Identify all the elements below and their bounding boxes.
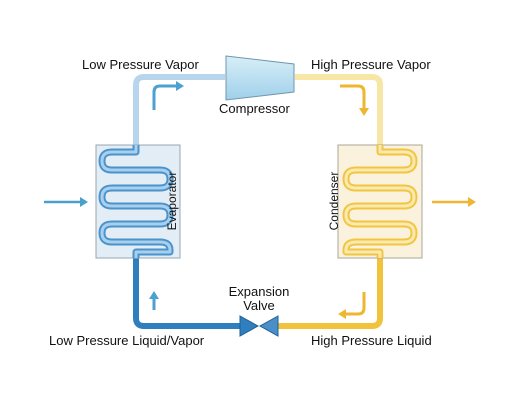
expansion-valve-icon <box>239 315 279 337</box>
flow-arrow-top-left-icon <box>152 81 184 110</box>
label-expansion-valve-line2: Valve <box>243 298 275 313</box>
heat-out-arrow-icon <box>432 197 476 207</box>
compressor-shape <box>225 55 295 101</box>
label-low-pressure-vapor: Low Pressure Vapor <box>82 57 199 72</box>
pipe-bottom-left <box>133 258 240 329</box>
pipe-top-right <box>295 72 385 145</box>
flow-arrow-bottom-left-icon <box>149 291 159 310</box>
heat-in-arrow-icon <box>44 197 88 207</box>
label-compressor: Compressor <box>219 101 290 116</box>
label-high-pressure-vapor: High Pressure Vapor <box>311 57 431 72</box>
flow-arrow-bottom-right-icon <box>338 292 366 319</box>
label-expansion-valve-line1: Expansion <box>228 284 290 299</box>
label-condenser: Condenser <box>327 171 341 231</box>
label-low-pressure-liquid-vapor: Low Pressure Liquid/Vapor <box>49 333 205 348</box>
pipe-top-left <box>131 72 225 145</box>
flow-arrow-top-right-icon <box>340 84 369 116</box>
label-high-pressure-liquid: High Pressure Liquid <box>311 333 432 348</box>
label-evaporator: Evaporator <box>165 171 179 231</box>
pipe-bottom-right <box>278 258 383 329</box>
